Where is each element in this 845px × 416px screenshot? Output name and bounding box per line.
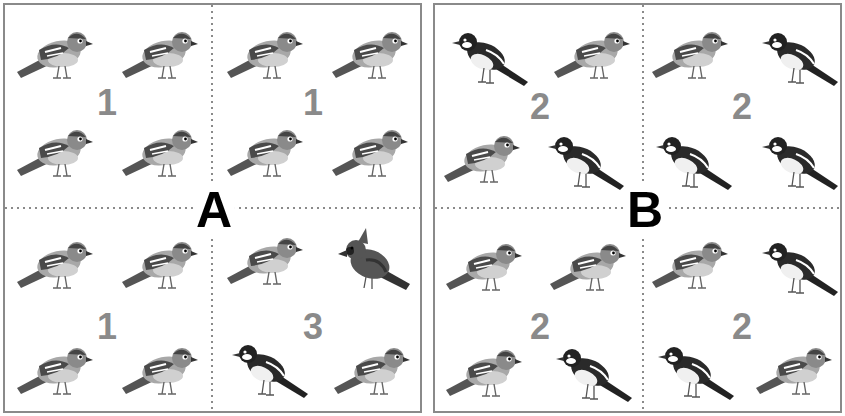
quadrant-number: 1 <box>303 85 323 121</box>
quadrant-number: 3 <box>303 309 323 345</box>
panel-box: B <box>433 3 842 413</box>
panel-letter: B <box>624 185 666 235</box>
quadrant-number: 1 <box>97 85 117 121</box>
panel-letter: A <box>193 185 235 235</box>
quadrant-number: 2 <box>530 309 550 345</box>
quadrant-number: 1 <box>97 309 117 345</box>
quadrant-number: 2 <box>732 309 752 345</box>
panel-box: A <box>3 3 422 413</box>
quadrant-number: 2 <box>530 89 550 125</box>
quadrant-number: 2 <box>732 89 752 125</box>
